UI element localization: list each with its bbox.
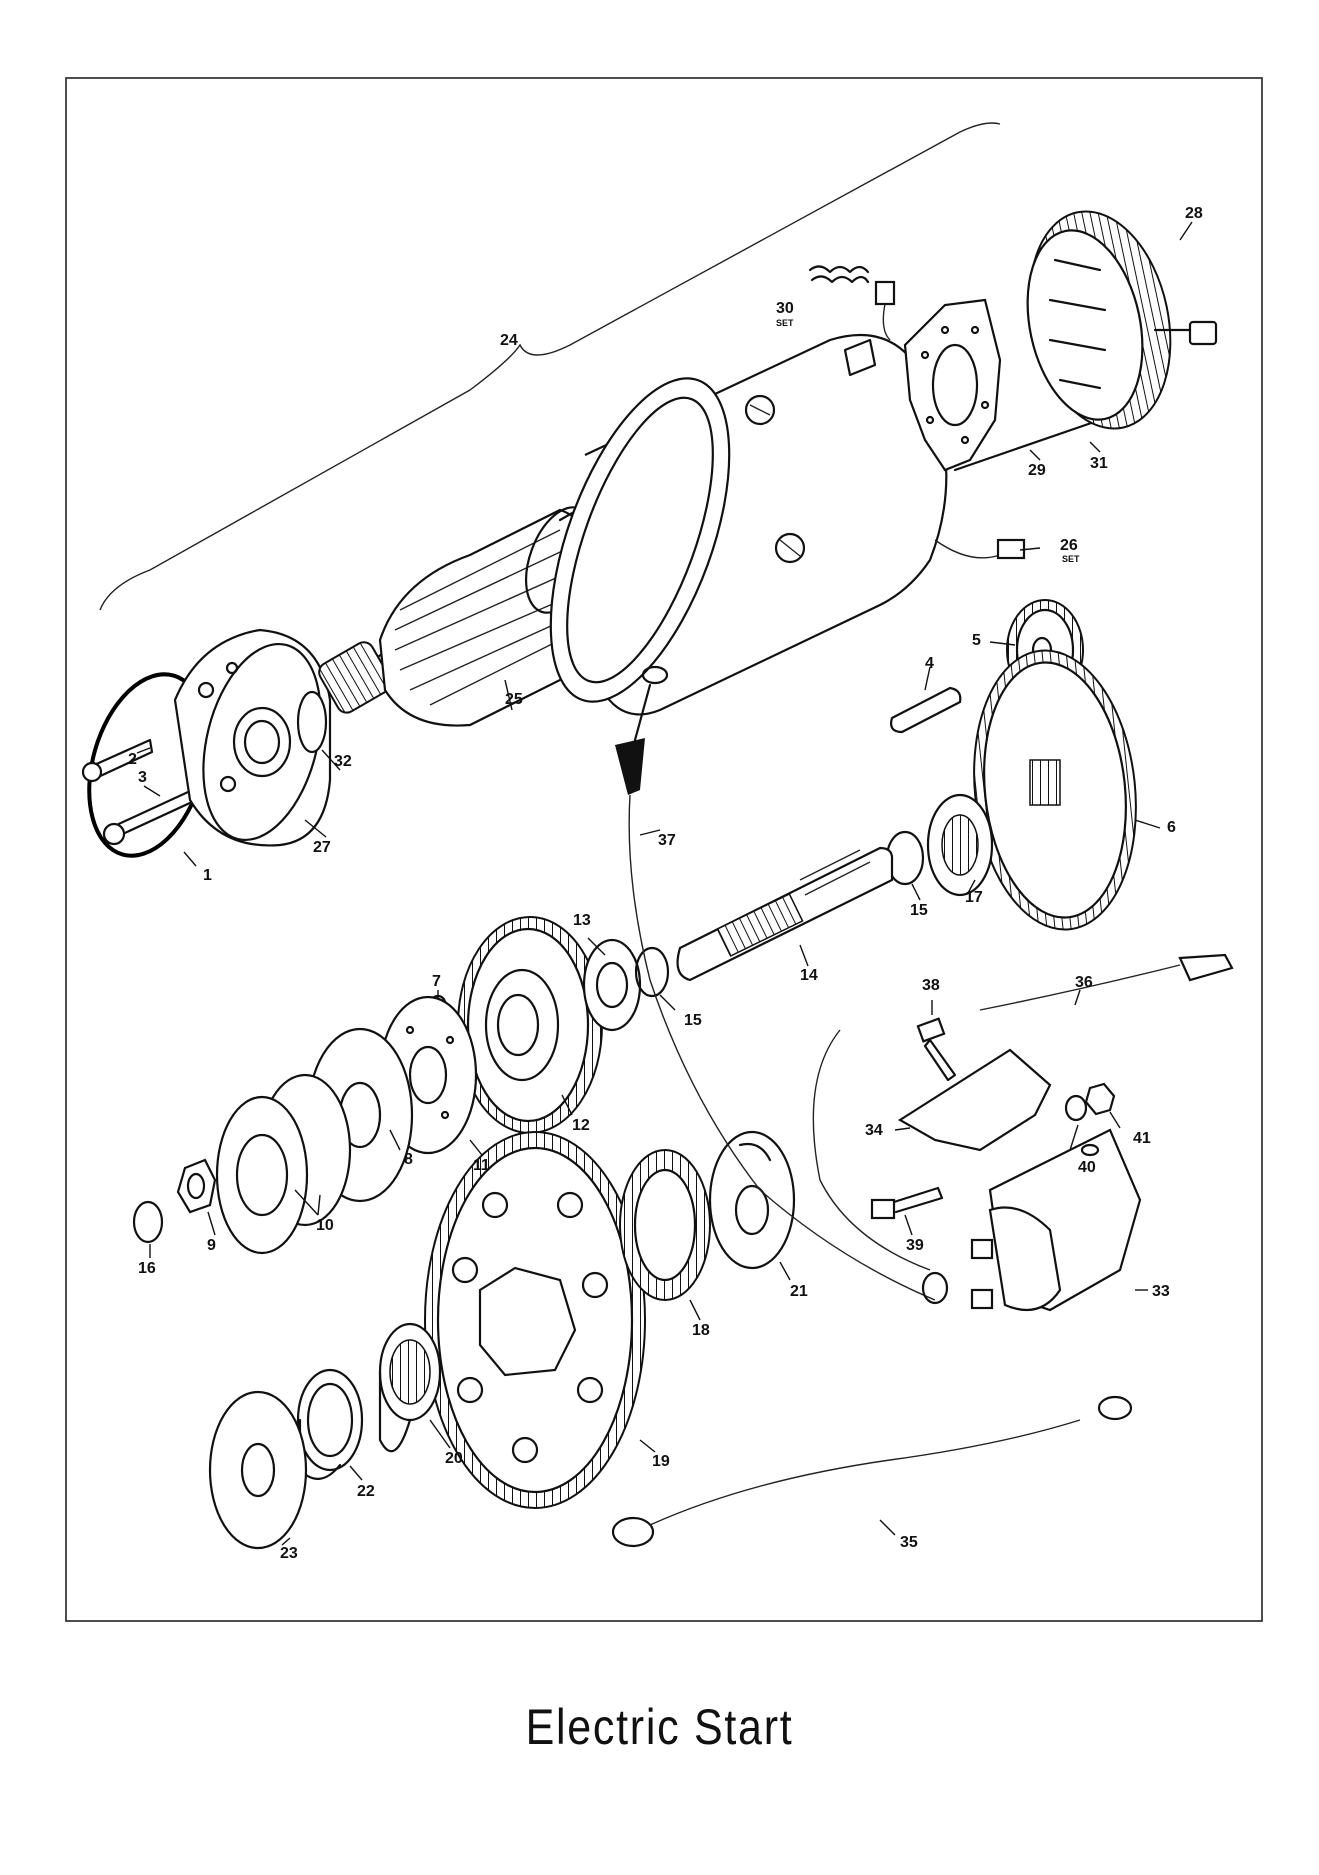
starter-cable	[615, 665, 936, 1301]
part-label-31: 31	[1090, 455, 1108, 472]
friction-plate	[582, 938, 642, 1032]
part-label-9: 9	[207, 1237, 216, 1254]
thrust-washer	[296, 690, 328, 754]
end-circlip	[132, 1200, 164, 1244]
commutator-end-cap	[1026, 210, 1218, 430]
part-label-26: 26	[1060, 537, 1078, 554]
thrust-washer-large	[208, 1390, 308, 1550]
mounting-bolt	[870, 1186, 944, 1220]
part-label-12: 12	[572, 1117, 590, 1134]
part-label-2: 2	[128, 751, 137, 768]
part-label-24: 24	[500, 332, 518, 349]
plain-washer	[1064, 1094, 1088, 1122]
ring-gear	[424, 1131, 646, 1509]
part-label-15-upper: 15	[910, 902, 928, 919]
part-label-30: 30	[776, 300, 794, 317]
brush-plate	[903, 298, 1102, 472]
diagram-frame	[65, 77, 1263, 1622]
end-cover	[173, 628, 332, 847]
part-label-36: 36	[1075, 974, 1093, 991]
gear-pin	[890, 686, 962, 734]
diagram-caption: Electric Start	[525, 1699, 794, 1755]
starter-clutch-gear	[457, 916, 603, 1134]
circlip-lower	[634, 946, 670, 998]
part-label-8: 8	[404, 1151, 413, 1168]
reduction-gear	[973, 649, 1137, 931]
part-label-22: 22	[357, 1483, 375, 1500]
part-label-6: 6	[1167, 819, 1176, 836]
brush-spring-set	[808, 265, 896, 341]
shaft-bearing	[926, 793, 994, 897]
leader-lines	[136, 221, 1193, 1546]
shaft-nut	[176, 1158, 217, 1214]
part-label-23: 23	[280, 1545, 298, 1562]
part-label-5: 5	[972, 632, 981, 649]
battery-cable	[611, 1395, 1133, 1548]
part-label-35: 35	[900, 1534, 918, 1551]
bracket-bolt	[916, 1017, 957, 1082]
part-label-37: 37	[658, 832, 676, 849]
mounting-bracket	[897, 1048, 1052, 1152]
part-label-16: 16	[138, 1260, 156, 1277]
part-label-33: 33	[1152, 1283, 1170, 1300]
clutch-cover	[708, 1130, 796, 1270]
part-label-21: 21	[790, 1283, 808, 1300]
brush-lead-set	[934, 538, 1026, 560]
part-label-3: 3	[138, 769, 147, 786]
part-label-18: 18	[692, 1322, 710, 1339]
spring-washers	[215, 1073, 352, 1255]
part-label-38: 38	[922, 977, 940, 994]
part-label-19: 19	[652, 1453, 670, 1470]
starter-solenoid	[970, 1128, 1142, 1312]
assembly-bracket	[99, 122, 1001, 611]
hex-nut	[1084, 1082, 1116, 1116]
bushing	[296, 1368, 364, 1480]
one-way-clutch	[619, 1149, 711, 1301]
part-label-7: 7	[432, 973, 441, 990]
needle-bearing	[378, 1322, 442, 1453]
part-label-4: 4	[925, 655, 934, 672]
part-label-27: 27	[313, 839, 331, 856]
part-label-14: 14	[800, 967, 818, 984]
ground-cable	[812, 953, 1234, 1305]
part-label-40: 40	[1078, 1159, 1096, 1176]
part-label-29: 29	[1028, 462, 1046, 479]
part-label-17: 17	[965, 889, 983, 906]
part-labels: 1 2 3 4 5 6 7 8 9 10 11 12 13 14 15 15 1…	[128, 205, 1203, 1562]
part-label-39: 39	[906, 1237, 924, 1254]
part-label-1: 1	[203, 867, 212, 884]
part-label-15-lower: 15	[684, 1012, 702, 1029]
part-label-41: 41	[1133, 1130, 1151, 1147]
part-label-28: 28	[1185, 205, 1203, 222]
part-label-20: 20	[445, 1450, 463, 1467]
part-label-13: 13	[573, 912, 591, 929]
part-label-32: 32	[334, 753, 352, 770]
set-note-30: SET	[776, 318, 794, 328]
part-label-34: 34	[865, 1122, 883, 1139]
part-label-10: 10	[316, 1217, 334, 1234]
part-label-25: 25	[505, 691, 523, 708]
drive-shaft	[676, 846, 894, 982]
motor-housing	[549, 333, 948, 716]
part-label-11: 11	[473, 1157, 490, 1174]
set-note-26: SET	[1062, 554, 1080, 564]
